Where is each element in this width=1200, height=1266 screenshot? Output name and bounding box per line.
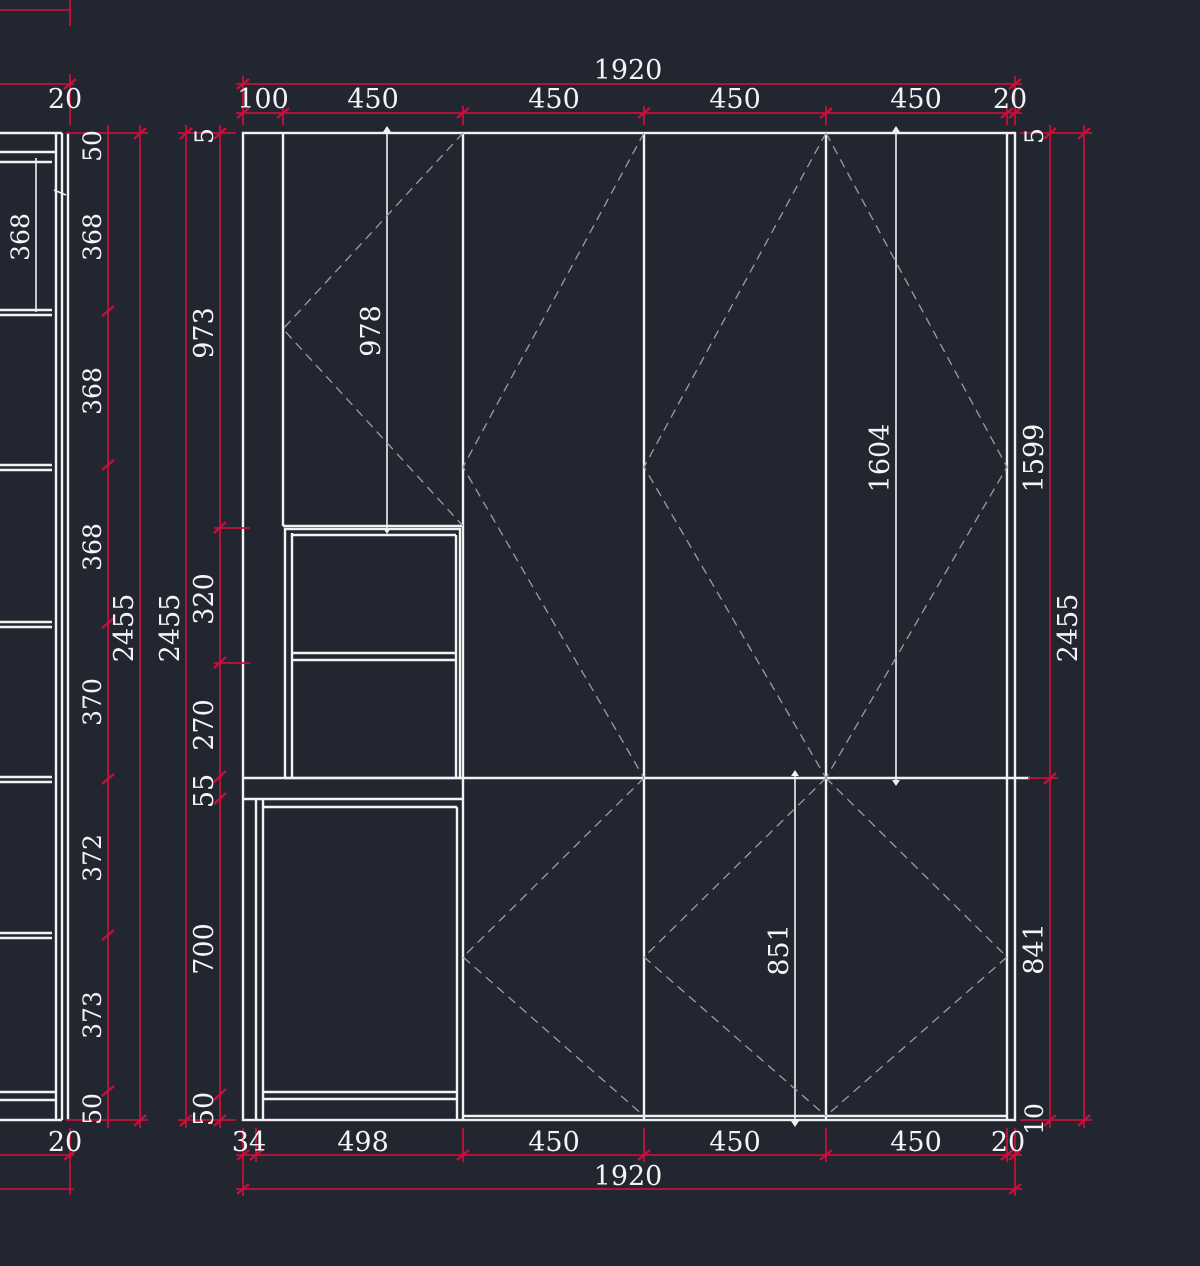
label-side-55: 55: [189, 774, 220, 808]
label-left-2455: 2455: [109, 594, 140, 663]
label-left-368-c: 368: [78, 523, 107, 571]
label-top-450-3: 450: [709, 84, 761, 115]
dimension-labels: 20 50 368 368 368 368 370 372 373 50 245…: [6, 55, 1084, 1192]
label-side-50: 50: [189, 1092, 220, 1126]
door-swing-dashed-lines: [282, 132, 1008, 1117]
label-inner-851: 851: [764, 924, 795, 976]
label-side-973: 973: [189, 307, 220, 359]
label-right-841: 841: [1019, 923, 1050, 975]
label-left-373: 373: [78, 991, 107, 1039]
label-top-450-2: 450: [528, 84, 580, 115]
label-top-100: 100: [237, 84, 289, 115]
label-side-700: 700: [189, 923, 220, 975]
label-bottom-total-1920: 1920: [594, 1161, 663, 1192]
label-top-450-4: 450: [890, 84, 942, 115]
label-side-5-top: 5: [190, 128, 219, 144]
label-bottom-34: 34: [232, 1127, 266, 1158]
label-left-368-inner: 368: [6, 213, 35, 261]
label-inner-978: 978: [356, 305, 387, 357]
label-left-bottom-20: 20: [48, 1127, 82, 1158]
left-partial-elevation: [0, 131, 70, 1122]
label-side-270: 270: [189, 699, 220, 751]
label-top-450-1: 450: [347, 84, 399, 115]
label-left-50-top: 50: [78, 130, 107, 162]
label-bottom-450-3: 450: [890, 1127, 942, 1158]
label-right-1599: 1599: [1019, 424, 1050, 493]
label-left-372: 372: [78, 834, 107, 882]
label-top-left-partial-20: 20: [48, 84, 82, 115]
label-right-5: 5: [1020, 128, 1049, 144]
label-top-total-1920: 1920: [594, 55, 663, 86]
label-bottom-450-1: 450: [528, 1127, 580, 1158]
label-bottom-498: 498: [337, 1127, 389, 1158]
label-left-50-bottom: 50: [78, 1093, 107, 1125]
label-side-320: 320: [189, 573, 220, 625]
label-bottom-20: 20: [991, 1127, 1025, 1158]
left-dimension-lines: [0, 0, 148, 1195]
label-left-368-b: 368: [78, 367, 107, 415]
label-bottom-450-2: 450: [709, 1127, 761, 1158]
label-right-10: 10: [1020, 1103, 1049, 1135]
label-left-368-a: 368: [78, 213, 107, 261]
label-side-2455: 2455: [155, 594, 186, 663]
label-inner-1604: 1604: [865, 424, 896, 493]
label-left-370: 370: [78, 678, 107, 726]
label-top-20: 20: [993, 84, 1027, 115]
main-elevation: [241, 126, 1030, 1127]
main-dimension-lines: [178, 76, 1092, 1196]
label-right-2455: 2455: [1053, 594, 1084, 663]
